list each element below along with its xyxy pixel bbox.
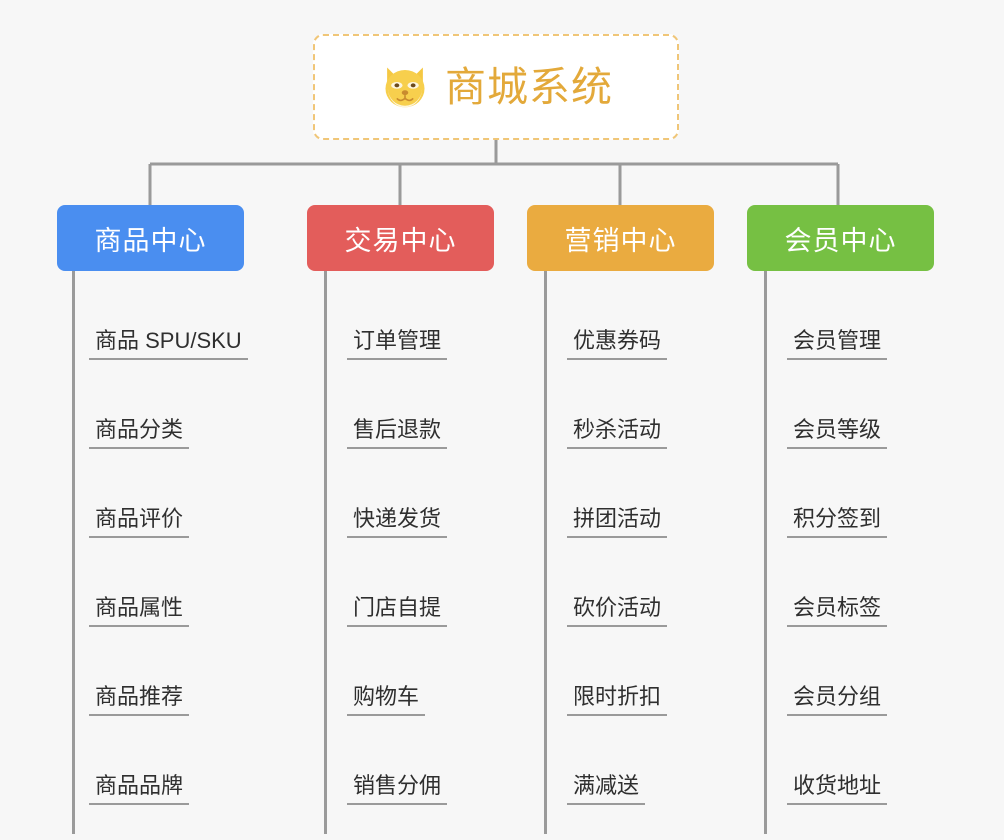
- branch-spine-marketing-center: [544, 271, 547, 834]
- leaf-label: 会员等级: [787, 416, 888, 449]
- branch-header-marketing-center[interactable]: 营销中心: [527, 205, 714, 271]
- leaf-list-trade-center: 订单管理 售后退款 快递发货 门店自提 购物车 销售分佣: [307, 271, 494, 805]
- leaf-label: 限时折扣: [567, 683, 668, 716]
- root-title: 商城系统: [445, 63, 613, 110]
- branch-header-trade-center[interactable]: 交易中心: [307, 205, 494, 271]
- leaf-label: 售后退款: [347, 416, 448, 449]
- branch-member-center: 会员中心 会员管理 会员等级 积分签到 会员标签 会员分组 收货地址: [747, 205, 934, 834]
- leaf-item[interactable]: 商品分类: [57, 360, 244, 449]
- leaf-item[interactable]: 商品品牌: [57, 716, 244, 805]
- leaf-label: 商品品牌: [89, 772, 190, 805]
- shiba-dog-face-icon: [385, 67, 425, 109]
- branch-header-label: 会员中心: [784, 225, 897, 256]
- leaf-item[interactable]: 会员标签: [747, 538, 934, 627]
- leaf-item[interactable]: 砍价活动: [527, 538, 714, 627]
- leaf-label: 砍价活动: [567, 594, 668, 627]
- leaf-label: 商品评价: [89, 505, 190, 538]
- leaf-item[interactable]: 会员分组: [747, 627, 934, 716]
- leaf-label: 满减送: [567, 772, 646, 805]
- leaf-list-product-center: 商品 SPU/SKU 商品分类 商品评价 商品属性 商品推荐 商品品牌: [57, 271, 248, 805]
- leaf-item[interactable]: 限时折扣: [527, 627, 714, 716]
- leaf-label: 销售分佣: [347, 772, 448, 805]
- leaf-item[interactable]: 销售分佣: [307, 716, 494, 805]
- leaf-label: 订单管理: [347, 327, 448, 360]
- branch-trade-center: 交易中心 订单管理 售后退款 快递发货 门店自提 购物车 销售分佣: [307, 205, 494, 834]
- leaf-item[interactable]: 秒杀活动: [527, 360, 714, 449]
- leaf-list-member-center: 会员管理 会员等级 积分签到 会员标签 会员分组 收货地址: [747, 271, 934, 805]
- leaf-item[interactable]: 会员等级: [747, 360, 934, 449]
- branch-product-center: 商品中心 商品 SPU/SKU 商品分类 商品评价 商品属性 商品推荐 商品品牌: [57, 205, 248, 834]
- leaf-label: 秒杀活动: [567, 416, 668, 449]
- leaf-list-marketing-center: 优惠券码 秒杀活动 拼团活动 砍价活动 限时折扣 满减送: [527, 271, 714, 805]
- branch-header-label: 营销中心: [564, 225, 677, 256]
- leaf-label: 优惠券码: [567, 327, 668, 360]
- branch-spine-member-center: [764, 271, 767, 834]
- leaf-item[interactable]: 门店自提: [307, 538, 494, 627]
- leaf-item[interactable]: 快递发货: [307, 449, 494, 538]
- leaf-item[interactable]: 商品评价: [57, 449, 244, 538]
- branch-spine-trade-center: [324, 271, 327, 834]
- branch-spine-product-center: [72, 271, 75, 834]
- leaf-item[interactable]: 拼团活动: [527, 449, 714, 538]
- leaf-item[interactable]: 商品 SPU/SKU: [57, 271, 248, 360]
- leaf-label: 商品属性: [89, 594, 190, 627]
- leaf-item[interactable]: 售后退款: [307, 360, 494, 449]
- leaf-label: 商品分类: [89, 416, 190, 449]
- leaf-item[interactable]: 购物车: [307, 627, 494, 716]
- leaf-item[interactable]: 优惠券码: [527, 271, 714, 360]
- leaf-label: 快递发货: [347, 505, 448, 538]
- leaf-label: 拼团活动: [567, 505, 668, 538]
- leaf-label: 购物车: [347, 683, 426, 716]
- leaf-label: 会员标签: [787, 594, 888, 627]
- leaf-item[interactable]: 收货地址: [747, 716, 934, 805]
- branch-marketing-center: 营销中心 优惠券码 秒杀活动 拼团活动 砍价活动 限时折扣 满减送: [527, 205, 714, 834]
- branch-header-member-center[interactable]: 会员中心: [747, 205, 934, 271]
- leaf-label: 收货地址: [787, 772, 888, 805]
- leaf-label: 会员分组: [787, 683, 888, 716]
- branch-header-label: 商品中心: [94, 225, 207, 256]
- leaf-item[interactable]: 满减送: [527, 716, 714, 805]
- leaf-item[interactable]: 订单管理: [307, 271, 494, 360]
- leaf-label: 会员管理: [787, 327, 888, 360]
- branch-header-product-center[interactable]: 商品中心: [57, 205, 244, 271]
- branch-header-label: 交易中心: [344, 225, 457, 256]
- leaf-label: 积分签到: [787, 505, 888, 538]
- leaf-label: 商品推荐: [89, 683, 190, 716]
- leaf-item[interactable]: 积分签到: [747, 449, 934, 538]
- leaf-item[interactable]: 会员管理: [747, 271, 934, 360]
- leaf-item[interactable]: 商品属性: [57, 538, 244, 627]
- root-node[interactable]: 商城系统: [313, 34, 679, 140]
- leaf-label: 门店自提: [347, 594, 448, 627]
- leaf-item[interactable]: 商品推荐: [57, 627, 244, 716]
- leaf-label: 商品 SPU/SKU: [89, 327, 248, 360]
